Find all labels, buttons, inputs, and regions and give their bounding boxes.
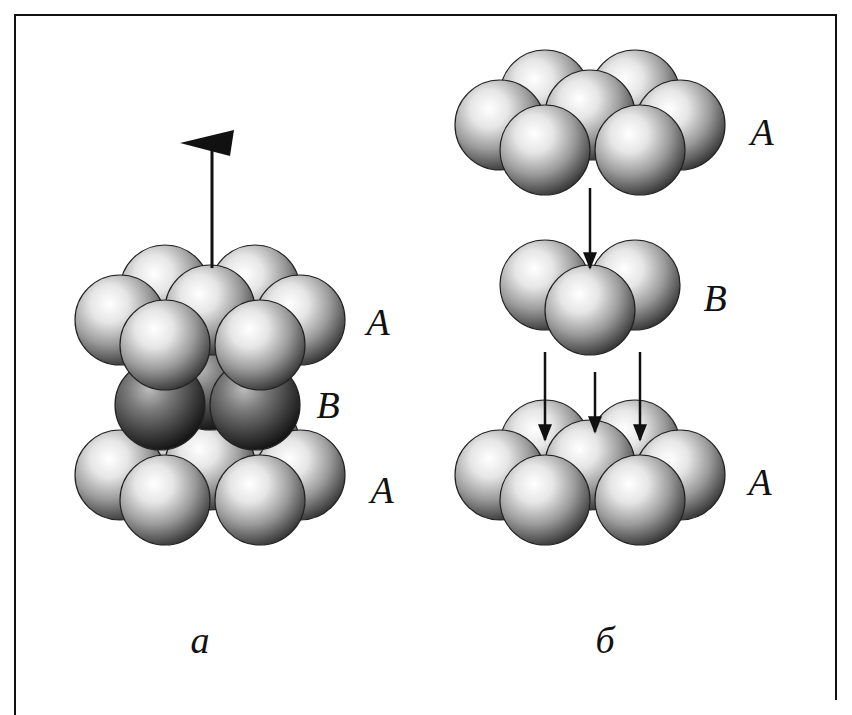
- layer-letter: A: [748, 463, 771, 501]
- stacking-arrow: [639, 352, 642, 440]
- sphere: [595, 105, 685, 195]
- stacking-arrow: [589, 188, 592, 268]
- stacking-arrow: [544, 352, 547, 440]
- frame-border: [15, 15, 836, 715]
- sphere: [500, 455, 590, 545]
- sphere: [215, 300, 305, 390]
- sphere: [595, 455, 685, 545]
- sphere: [500, 105, 590, 195]
- sphere: [120, 455, 210, 545]
- layer-letter: A: [370, 471, 393, 509]
- axis-line: [211, 140, 214, 268]
- layer-letter: A: [750, 113, 773, 151]
- sphere: [120, 300, 210, 390]
- stacking-arrow: [594, 372, 597, 432]
- layer-a-top: [455, 50, 725, 195]
- layer-a-top: [75, 245, 345, 390]
- sphere: [215, 455, 305, 545]
- layer-letter: B: [316, 386, 339, 424]
- axis-flag: [180, 130, 234, 156]
- layer-a-bottom: [455, 400, 725, 545]
- layer-letter: B: [703, 279, 726, 317]
- sphere: [545, 265, 635, 355]
- panel-letter: а: [191, 621, 210, 659]
- layer-letter: A: [366, 303, 389, 341]
- panel-letter: б: [595, 621, 614, 659]
